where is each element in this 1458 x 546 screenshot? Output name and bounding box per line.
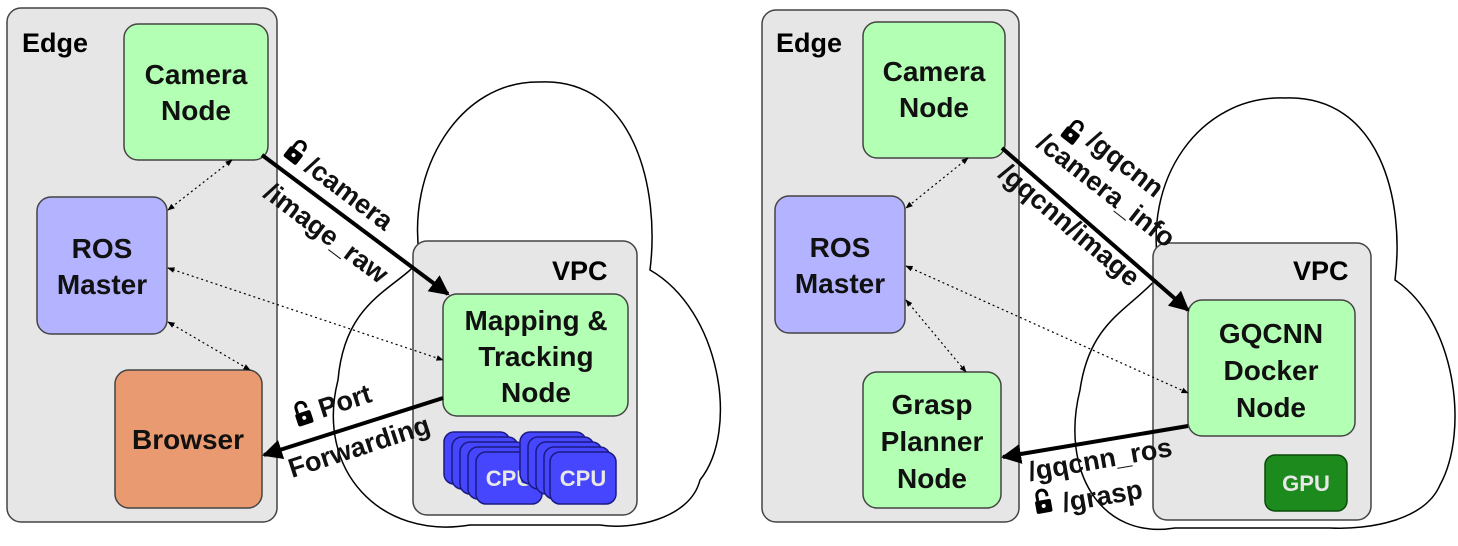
camera-node-left[interactable]: Camera Node (123, 23, 269, 161)
cloud-shape-left (332, 81, 722, 528)
gpu-chip: GPU (1264, 454, 1348, 512)
ros-master-left-line1: ROS (72, 233, 133, 264)
lock-icon-camera-topic (281, 136, 312, 168)
mapping-node-line2: Tracking (478, 341, 593, 372)
grasp-node-line1: Grasp (892, 389, 973, 420)
gqcnn-node-line3: Node (1236, 392, 1306, 423)
ros-master-right[interactable]: ROS Master (774, 195, 906, 334)
gqcnn-node-line2: Docker (1224, 355, 1319, 386)
dotted-link-ros-gqcnn (905, 265, 1189, 394)
lock-icon-port-forwarding (290, 398, 316, 429)
gqcnn-node-line1: GQCNN (1219, 318, 1323, 349)
port-label-line1: Port (315, 378, 376, 423)
browser-node-label: Browser (132, 424, 244, 455)
vpc-label-left: VPC (552, 256, 608, 286)
ros-master-left-line2: Master (57, 269, 147, 300)
ros-master-right-line2: Master (795, 268, 885, 299)
dotted-link-camera-ros-right (905, 157, 969, 209)
camera-node-right-line1: Camera (883, 56, 986, 87)
left-panel: Edge VPC Camera Node ROS Master Browser … (6, 7, 722, 528)
edge-label-right: Edge (776, 28, 842, 58)
camera-node-right-line2: Node (899, 92, 969, 123)
dotted-link-ros-browser (167, 321, 251, 371)
right-panel: Edge VPC Camera Node ROS Master Grasp Pl… (761, 9, 1456, 531)
camera-node-left-line2: Node (161, 95, 231, 126)
dotted-link-ros-grasp (905, 299, 967, 373)
grasp-node-line2: Planner (881, 426, 984, 457)
ros-master-right-line1: ROS (810, 232, 871, 263)
dotted-link-ros-mapping (167, 267, 444, 361)
cpu-chip-stack-2: CPU (519, 431, 617, 505)
arrow-camera-to-mapping (260, 153, 450, 296)
edge-label-left: Edge (22, 28, 88, 58)
mapping-node-line1: Mapping & (464, 305, 607, 336)
vpc-label-right: VPC (1293, 256, 1349, 286)
mapping-tracking-node[interactable]: Mapping & Tracking Node (442, 293, 629, 417)
arrow-mapping-to-browser (262, 396, 444, 460)
dotted-link-camera-ros-left (167, 159, 233, 211)
browser-node-left[interactable]: Browser (114, 369, 263, 509)
lock-icon-grasp-topic (1031, 487, 1055, 516)
arrow-gqcnn-to-grasp (1001, 424, 1189, 464)
grasp-node-line3: Node (897, 463, 967, 494)
grasp-planner-node[interactable]: Grasp Planner Node (862, 371, 1002, 509)
arrow-camera-to-gqcnn (1000, 146, 1190, 312)
camera-node-right[interactable]: Camera Node (862, 21, 1006, 159)
ros-master-left[interactable]: ROS Master (36, 196, 168, 335)
cpu-chip-stack-1: CPU (443, 431, 543, 505)
gqcnn-docker-node[interactable]: GQCNN Docker Node (1187, 299, 1356, 437)
mapping-node-line3: Node (501, 377, 571, 408)
cpu-label-2: CPU (560, 466, 606, 491)
return-label-grasp: /grasp (1060, 474, 1145, 518)
camera-node-left-line1: Camera (145, 59, 248, 90)
gpu-label: GPU (1282, 471, 1330, 496)
